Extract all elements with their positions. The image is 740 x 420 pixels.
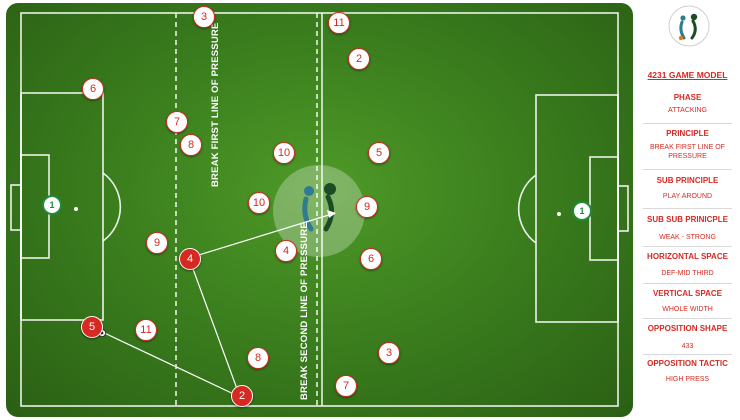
left-penalty-box (20, 92, 104, 321)
pass-line-2-4 (188, 257, 241, 398)
divider (643, 169, 732, 170)
opposition-player[interactable]: 11 (328, 12, 350, 34)
phase-value: ATTACKING (667, 107, 708, 114)
opposition-player[interactable]: 11 (135, 319, 157, 341)
vertical-space-heading: VERTICAL SPACE (652, 289, 723, 298)
opposition-player[interactable]: 6 (82, 78, 104, 100)
right-goalkeeper[interactable]: 1 (572, 201, 592, 221)
game-model-panel: 4231 GAME MODEL PHASE ATTACKING PRINCIPL… (635, 0, 740, 420)
opposition-player[interactable]: 7 (335, 375, 357, 397)
opposition-player[interactable]: 6 (360, 248, 382, 270)
left-goalkeeper[interactable]: 1 (42, 195, 62, 215)
right-six-yard-box (589, 156, 619, 261)
opposition-player[interactable]: 9 (146, 232, 168, 254)
divider (643, 283, 732, 284)
opposition-player[interactable]: 9 (356, 196, 378, 218)
opposition-player[interactable]: 5 (368, 142, 390, 164)
principle-value: BREAK FIRST LINE OF PRESSURE (650, 144, 725, 160)
right-arc (517, 174, 537, 244)
pass-line-4-target (188, 213, 333, 259)
right-penalty-spot (557, 212, 561, 216)
divider (643, 354, 732, 355)
second-line-label: BREAK SECOND LINE OF PRESSURE (299, 222, 310, 400)
opposition-tactic-value: HIGH PRESS (665, 376, 710, 383)
opposition-player[interactable]: 3 (378, 342, 400, 364)
opposition-player[interactable]: 10 (248, 192, 270, 214)
opposition-player[interactable]: 4 (275, 240, 297, 262)
divider (643, 318, 732, 319)
left-penalty-spot (74, 207, 78, 211)
opposition-player[interactable]: 8 (247, 347, 269, 369)
focus-circle (273, 165, 365, 257)
sub-principle-heading: SUB PRINCIPLE (656, 176, 719, 185)
phase-heading: PHASE (673, 93, 702, 102)
sub-sub-principle-heading: SUB SUB PRINICPLE (647, 215, 728, 224)
opposition-player[interactable]: 8 (180, 134, 202, 156)
opposition-tactic-heading: OPPOSITION TACTIC (647, 359, 728, 368)
opposition-player[interactable]: 7 (166, 111, 188, 133)
team-logo-icon (668, 5, 710, 47)
football-pitch: BREAK FIRST LINE OF PRESSURE BREAK SECON… (6, 3, 633, 417)
principle-heading: PRINCIPLE (666, 129, 709, 138)
pass-arrowhead (327, 210, 336, 218)
team-player[interactable]: 5 (81, 316, 103, 338)
divider (643, 208, 732, 209)
divider (643, 246, 732, 247)
right-goal (617, 185, 629, 232)
sub-principle-value: PLAY AROUND (662, 193, 713, 200)
left-arc (102, 172, 122, 242)
opposition-player[interactable]: 10 (273, 142, 295, 164)
game-model-title: 4231 GAME MODEL (647, 70, 728, 80)
horizontal-space-heading: HORIZONTAL SPACE (647, 252, 728, 261)
opposition-shape-value: 433 (681, 343, 694, 350)
first-line-label: BREAK FIRST LINE OF PRESSURE (210, 22, 221, 187)
opposition-player[interactable]: 2 (348, 48, 370, 70)
opposition-player[interactable]: 3 (193, 6, 215, 28)
pass-line-5-2 (97, 329, 241, 398)
horizontal-space-value: DEF-MID THIRD (661, 270, 714, 277)
sub-sub-principle-value: WEAK - STRONG (659, 234, 716, 241)
left-goal (10, 184, 22, 231)
divider (643, 123, 732, 124)
team-player[interactable]: 2 (231, 385, 253, 407)
vertical-space-value: WHOLE WIDTH (662, 306, 713, 313)
team-player[interactable]: 4 (179, 248, 201, 270)
opposition-shape-heading: OPPOSITION SHAPE (647, 324, 728, 333)
pitch-markings (10, 12, 629, 407)
